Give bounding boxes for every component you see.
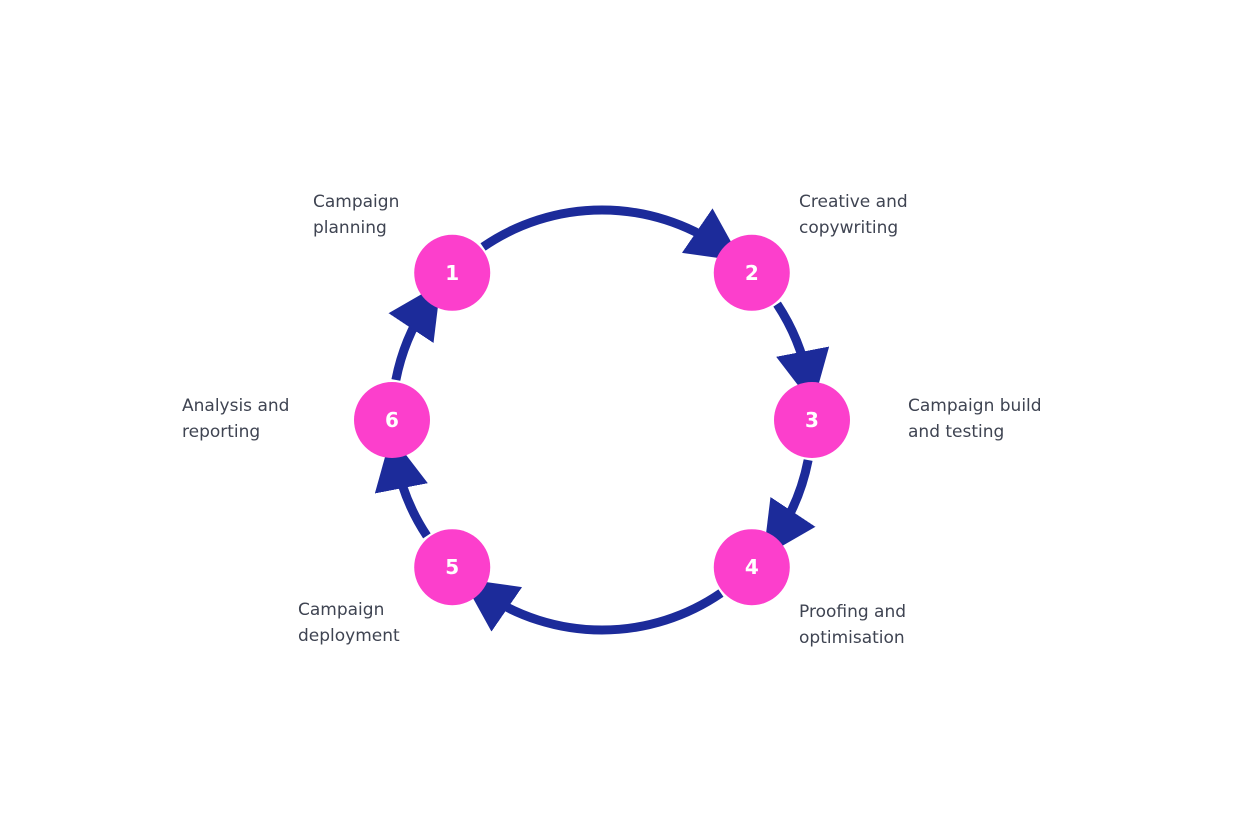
step-6-label-line-2: reporting: [182, 422, 261, 442]
step-3-number: 3: [805, 408, 819, 432]
arrow-1-to-2: [480, 205, 742, 262]
step-1-label-line-1: Campaign: [313, 192, 400, 212]
step-1-number: 1: [445, 261, 459, 285]
step-4-label-line-1: Proofing and: [799, 602, 907, 622]
step-2-circle: [713, 234, 790, 311]
step-2-label-line-2: copywriting: [799, 218, 899, 238]
arrow-2-to-3: [773, 301, 830, 405]
step-3-circle: [774, 382, 850, 458]
step-1-circle: [414, 234, 491, 311]
step-6-label-line-1: Analysis and: [182, 396, 290, 416]
step-2-label-line-1: Creative and: [799, 192, 908, 212]
step-4-circle: [713, 529, 790, 606]
step-6-label: Analysis and reporting: [182, 393, 289, 445]
step-2-number: 2: [745, 261, 759, 285]
cycle-arrows: [374, 205, 830, 635]
arrow-4-to-5: [462, 578, 724, 635]
step-3-label: Campaign build and testing: [908, 393, 1042, 445]
step-5-node: 5: [414, 529, 491, 606]
step-nodes: 1 2 3 4 5 6: [354, 234, 850, 606]
arrow-3-to-4: [763, 459, 816, 557]
step-1-label-line-2: planning: [313, 218, 387, 238]
step-5-label: Campaign deployment: [298, 597, 400, 649]
step-4-label: Proofing and optimisation: [799, 599, 906, 651]
step-2-label: Creative and copywriting: [799, 189, 908, 241]
step-5-label-line-2: deployment: [298, 626, 400, 646]
arrow-6-to-1: [388, 283, 441, 381]
step-6-node: 6: [354, 382, 430, 458]
step-6-circle: [354, 382, 430, 458]
step-5-circle: [414, 529, 491, 606]
step-4-label-line-2: optimisation: [799, 628, 905, 648]
step-4-node: 4: [713, 529, 790, 606]
step-5-label-line-1: Campaign: [298, 600, 385, 620]
step-6-number: 6: [385, 408, 399, 432]
step-4-number: 4: [745, 555, 759, 579]
step-3-node: 3: [774, 382, 850, 458]
arrow-5-to-6: [374, 435, 431, 539]
step-1-node: 1: [414, 234, 491, 311]
step-5-number: 5: [445, 555, 459, 579]
step-2-node: 2: [713, 234, 790, 311]
step-3-label-line-2: and testing: [908, 422, 1005, 442]
step-3-label-line-1: Campaign build: [908, 396, 1042, 416]
step-1-label: Campaign planning: [313, 189, 399, 241]
